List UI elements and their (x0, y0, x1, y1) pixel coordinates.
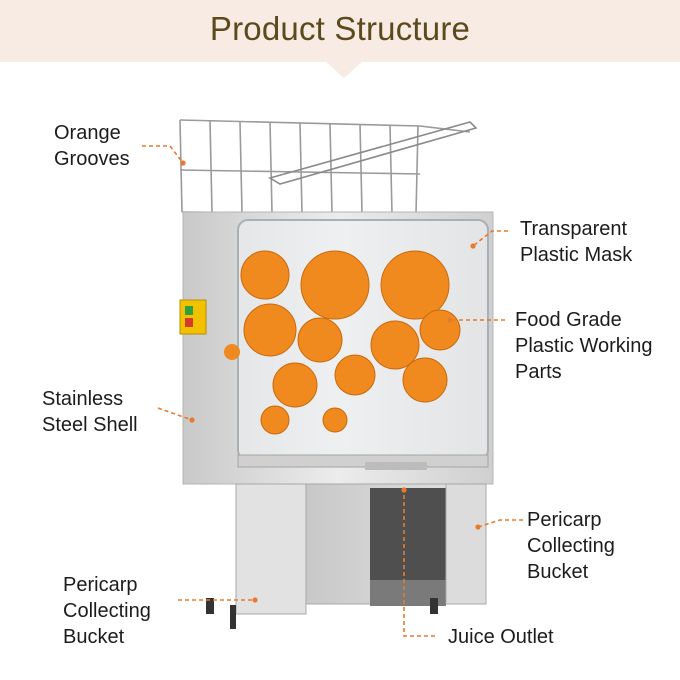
control-panel (179, 299, 207, 335)
title-banner-notch (326, 62, 362, 78)
label-pericarp-bucket-right: Pericarp Collecting Bucket (527, 509, 615, 583)
label-pericarp-bucket-left: Pericarp Collecting Bucket (63, 574, 151, 648)
title-banner (0, 0, 680, 62)
label-stainless-steel-shell: Stainless Steel Shell (42, 388, 138, 436)
label-food-grade-parts: Food Grade Plastic Working Parts (515, 309, 653, 383)
pericarp-bucket-right (445, 483, 487, 605)
page-title: Product Structure (209, 10, 471, 47)
label-juice-outlet: Juice Outlet (448, 626, 554, 648)
label-orange-grooves: Orange Grooves (54, 122, 130, 170)
label-transparent-mask: Transparent Plastic Mask (520, 218, 633, 266)
pericarp-bucket-left (235, 483, 307, 615)
